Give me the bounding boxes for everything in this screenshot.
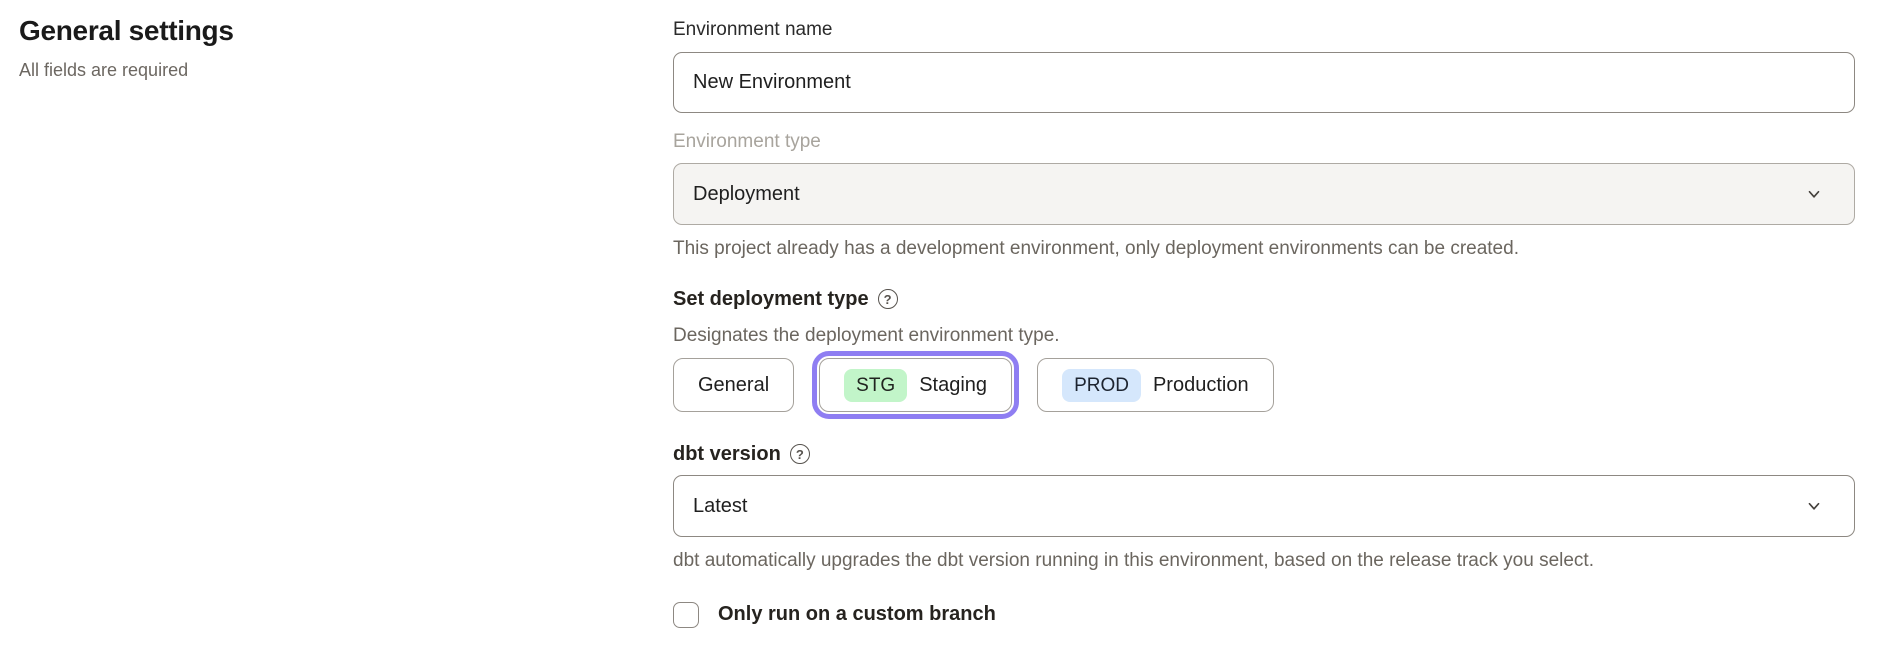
environment-type-value: Deployment <box>693 182 800 205</box>
deployment-type-description: Designates the deployment environment ty… <box>673 325 1060 346</box>
environment-type-select[interactable]: Deployment <box>673 163 1855 225</box>
chevron-down-icon <box>1808 502 1820 510</box>
page-subtitle: All fields are required <box>19 60 189 80</box>
deployment-type-heading: Set deployment type ? <box>673 286 1855 312</box>
general-button-label: General <box>698 373 770 396</box>
dbt-version-select[interactable]: Latest <box>673 475 1855 537</box>
environment-name-label: Environment name <box>673 19 833 40</box>
custom-branch-checkbox[interactable] <box>673 601 699 628</box>
deployment-type-general-button[interactable]: General <box>673 358 795 412</box>
dbt-version-helper: dbt automatically upgrades the dbt versi… <box>673 550 1594 571</box>
production-button-label: Production <box>1152 373 1249 396</box>
dbt-version-value: Latest <box>693 494 748 517</box>
settings-form: Environment name Environment type Deploy… <box>673 11 1855 628</box>
environment-type-label: Environment type <box>673 131 821 152</box>
production-badge: PROD <box>1062 368 1141 402</box>
dbt-version-heading: dbt version ? <box>673 441 1855 467</box>
deployment-type-staging-button[interactable]: STG Staging <box>812 351 1020 419</box>
page-header: General settings All fields are required <box>19 14 234 81</box>
custom-branch-row: Only run on a custom branch <box>673 601 1855 628</box>
staging-button-label: Staging <box>919 373 988 396</box>
environment-name-input[interactable] <box>673 52 1855 113</box>
help-icon[interactable]: ? <box>789 444 810 464</box>
deployment-type-production-button[interactable]: PROD Production <box>1037 358 1274 412</box>
page-title: General settings <box>19 15 234 46</box>
chevron-down-icon <box>1808 190 1820 198</box>
help-icon[interactable]: ? <box>877 289 898 309</box>
staging-badge: STG <box>844 368 908 402</box>
dbt-version-heading-text: dbt version <box>673 443 781 465</box>
deployment-type-options: General STG Staging PROD Production <box>673 351 1855 419</box>
deployment-type-heading-text: Set deployment type <box>673 288 869 310</box>
environment-type-helper: This project already has a development e… <box>673 238 1519 259</box>
custom-branch-label: Only run on a custom branch <box>718 603 996 625</box>
